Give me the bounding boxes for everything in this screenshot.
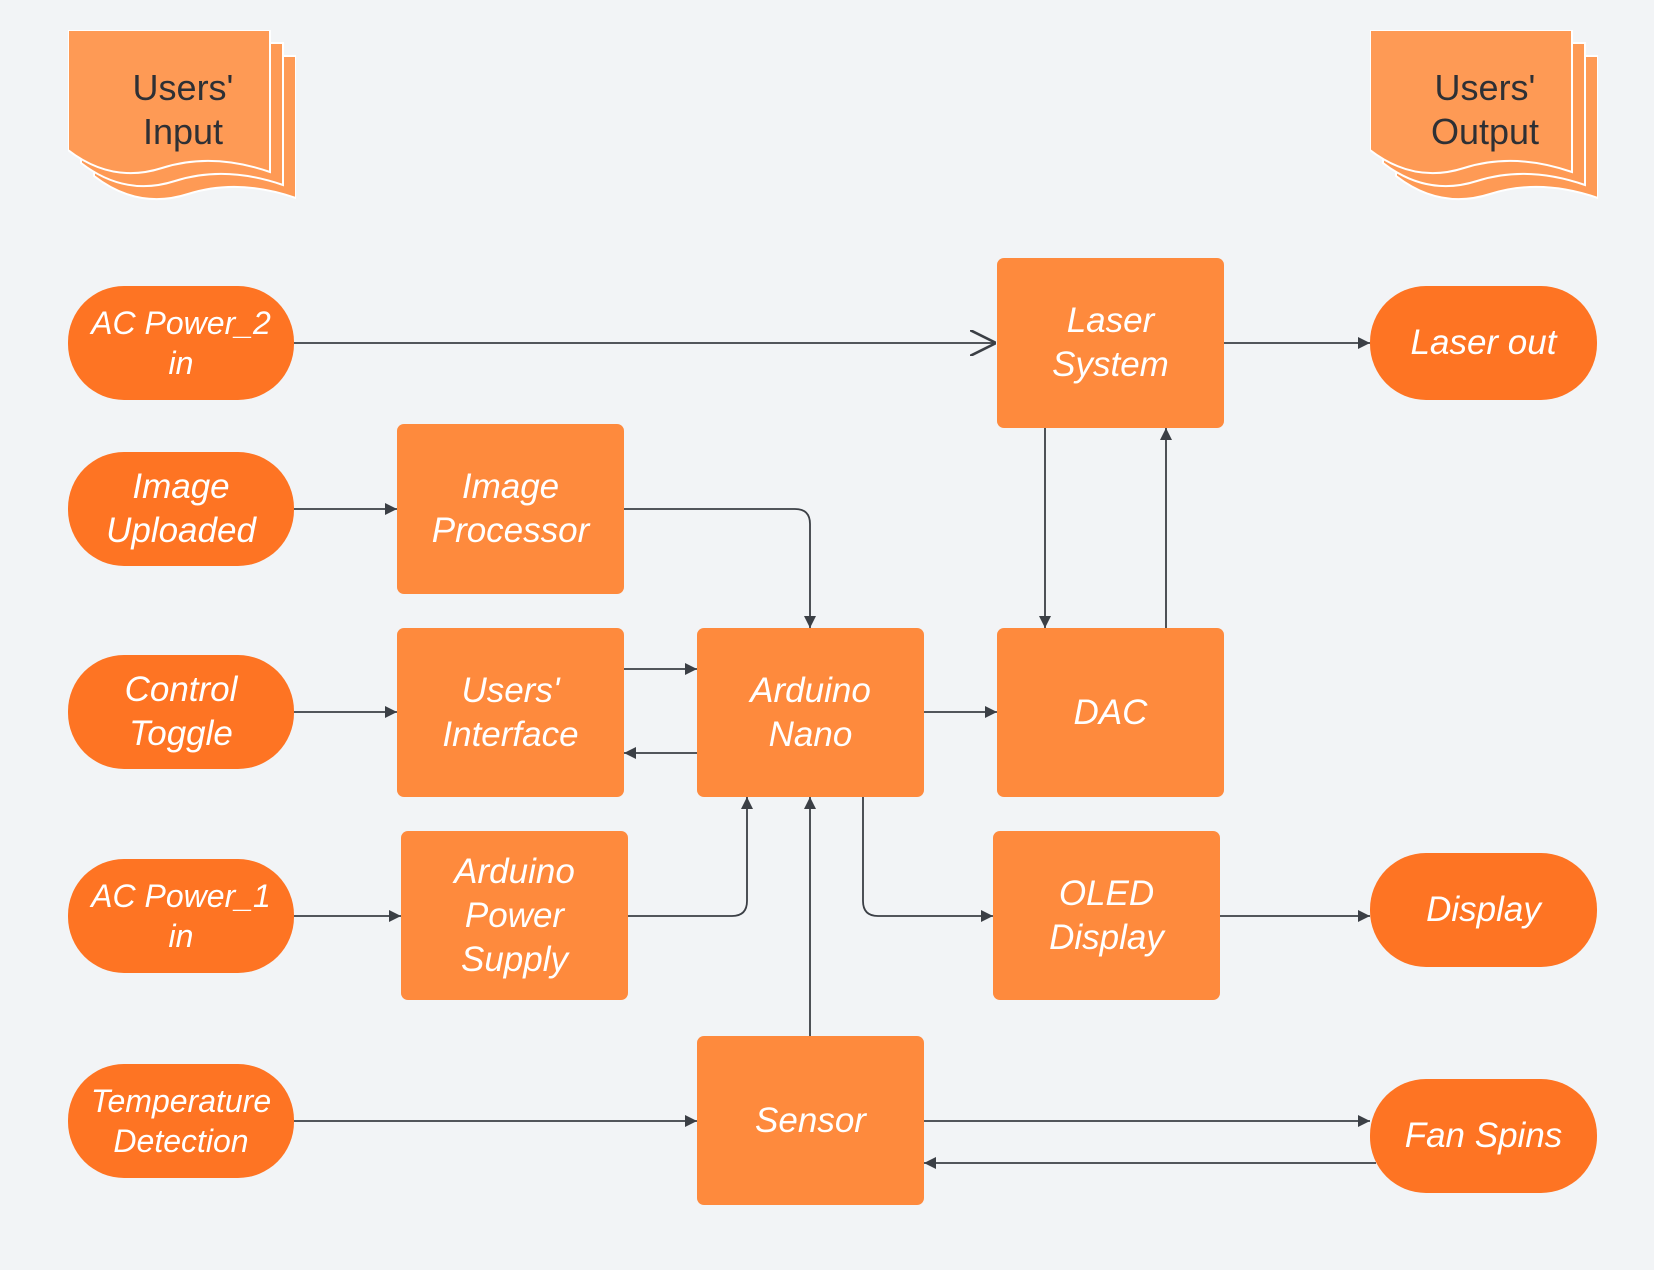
output-fan-spins: Fan Spins xyxy=(1370,1079,1597,1193)
users-input-label: Users' Input xyxy=(132,67,234,152)
output-display: Display xyxy=(1370,853,1597,967)
block-arduino-nano: Arduino Nano xyxy=(697,628,924,797)
output-laser-out: Laser out xyxy=(1370,286,1597,400)
input-ac-power-1: AC Power_1 in xyxy=(68,859,294,973)
edge-nano-oled xyxy=(862,797,993,922)
edge-processor-nano xyxy=(624,508,816,628)
block-dac: DAC xyxy=(997,628,1224,797)
input-ac-power-2: AC Power_2 in xyxy=(68,286,294,400)
block-laser-system: Laser System xyxy=(997,258,1224,428)
block-sensor: Sensor xyxy=(697,1036,924,1205)
input-temperature-detection: Temperature Detection xyxy=(68,1064,294,1178)
input-image-uploaded: Image Uploaded xyxy=(68,452,294,566)
multi-document-icon xyxy=(68,30,296,201)
users-output-document: Users' Output xyxy=(1370,30,1598,202)
block-users-interface: Users' Interface xyxy=(397,628,624,797)
block-image-processor: Image Processor xyxy=(397,424,624,594)
block-oled-display: OLED Display xyxy=(993,831,1220,1000)
edge-supply-nano xyxy=(628,797,753,917)
input-control-toggle: Control Toggle xyxy=(68,655,294,769)
multi-document-icon xyxy=(1370,30,1598,201)
block-arduino-power-supply: Arduino Power Supply xyxy=(401,831,628,1000)
users-output-label: Users' Output xyxy=(1430,67,1540,152)
users-input-document: Users' Input xyxy=(68,30,296,202)
